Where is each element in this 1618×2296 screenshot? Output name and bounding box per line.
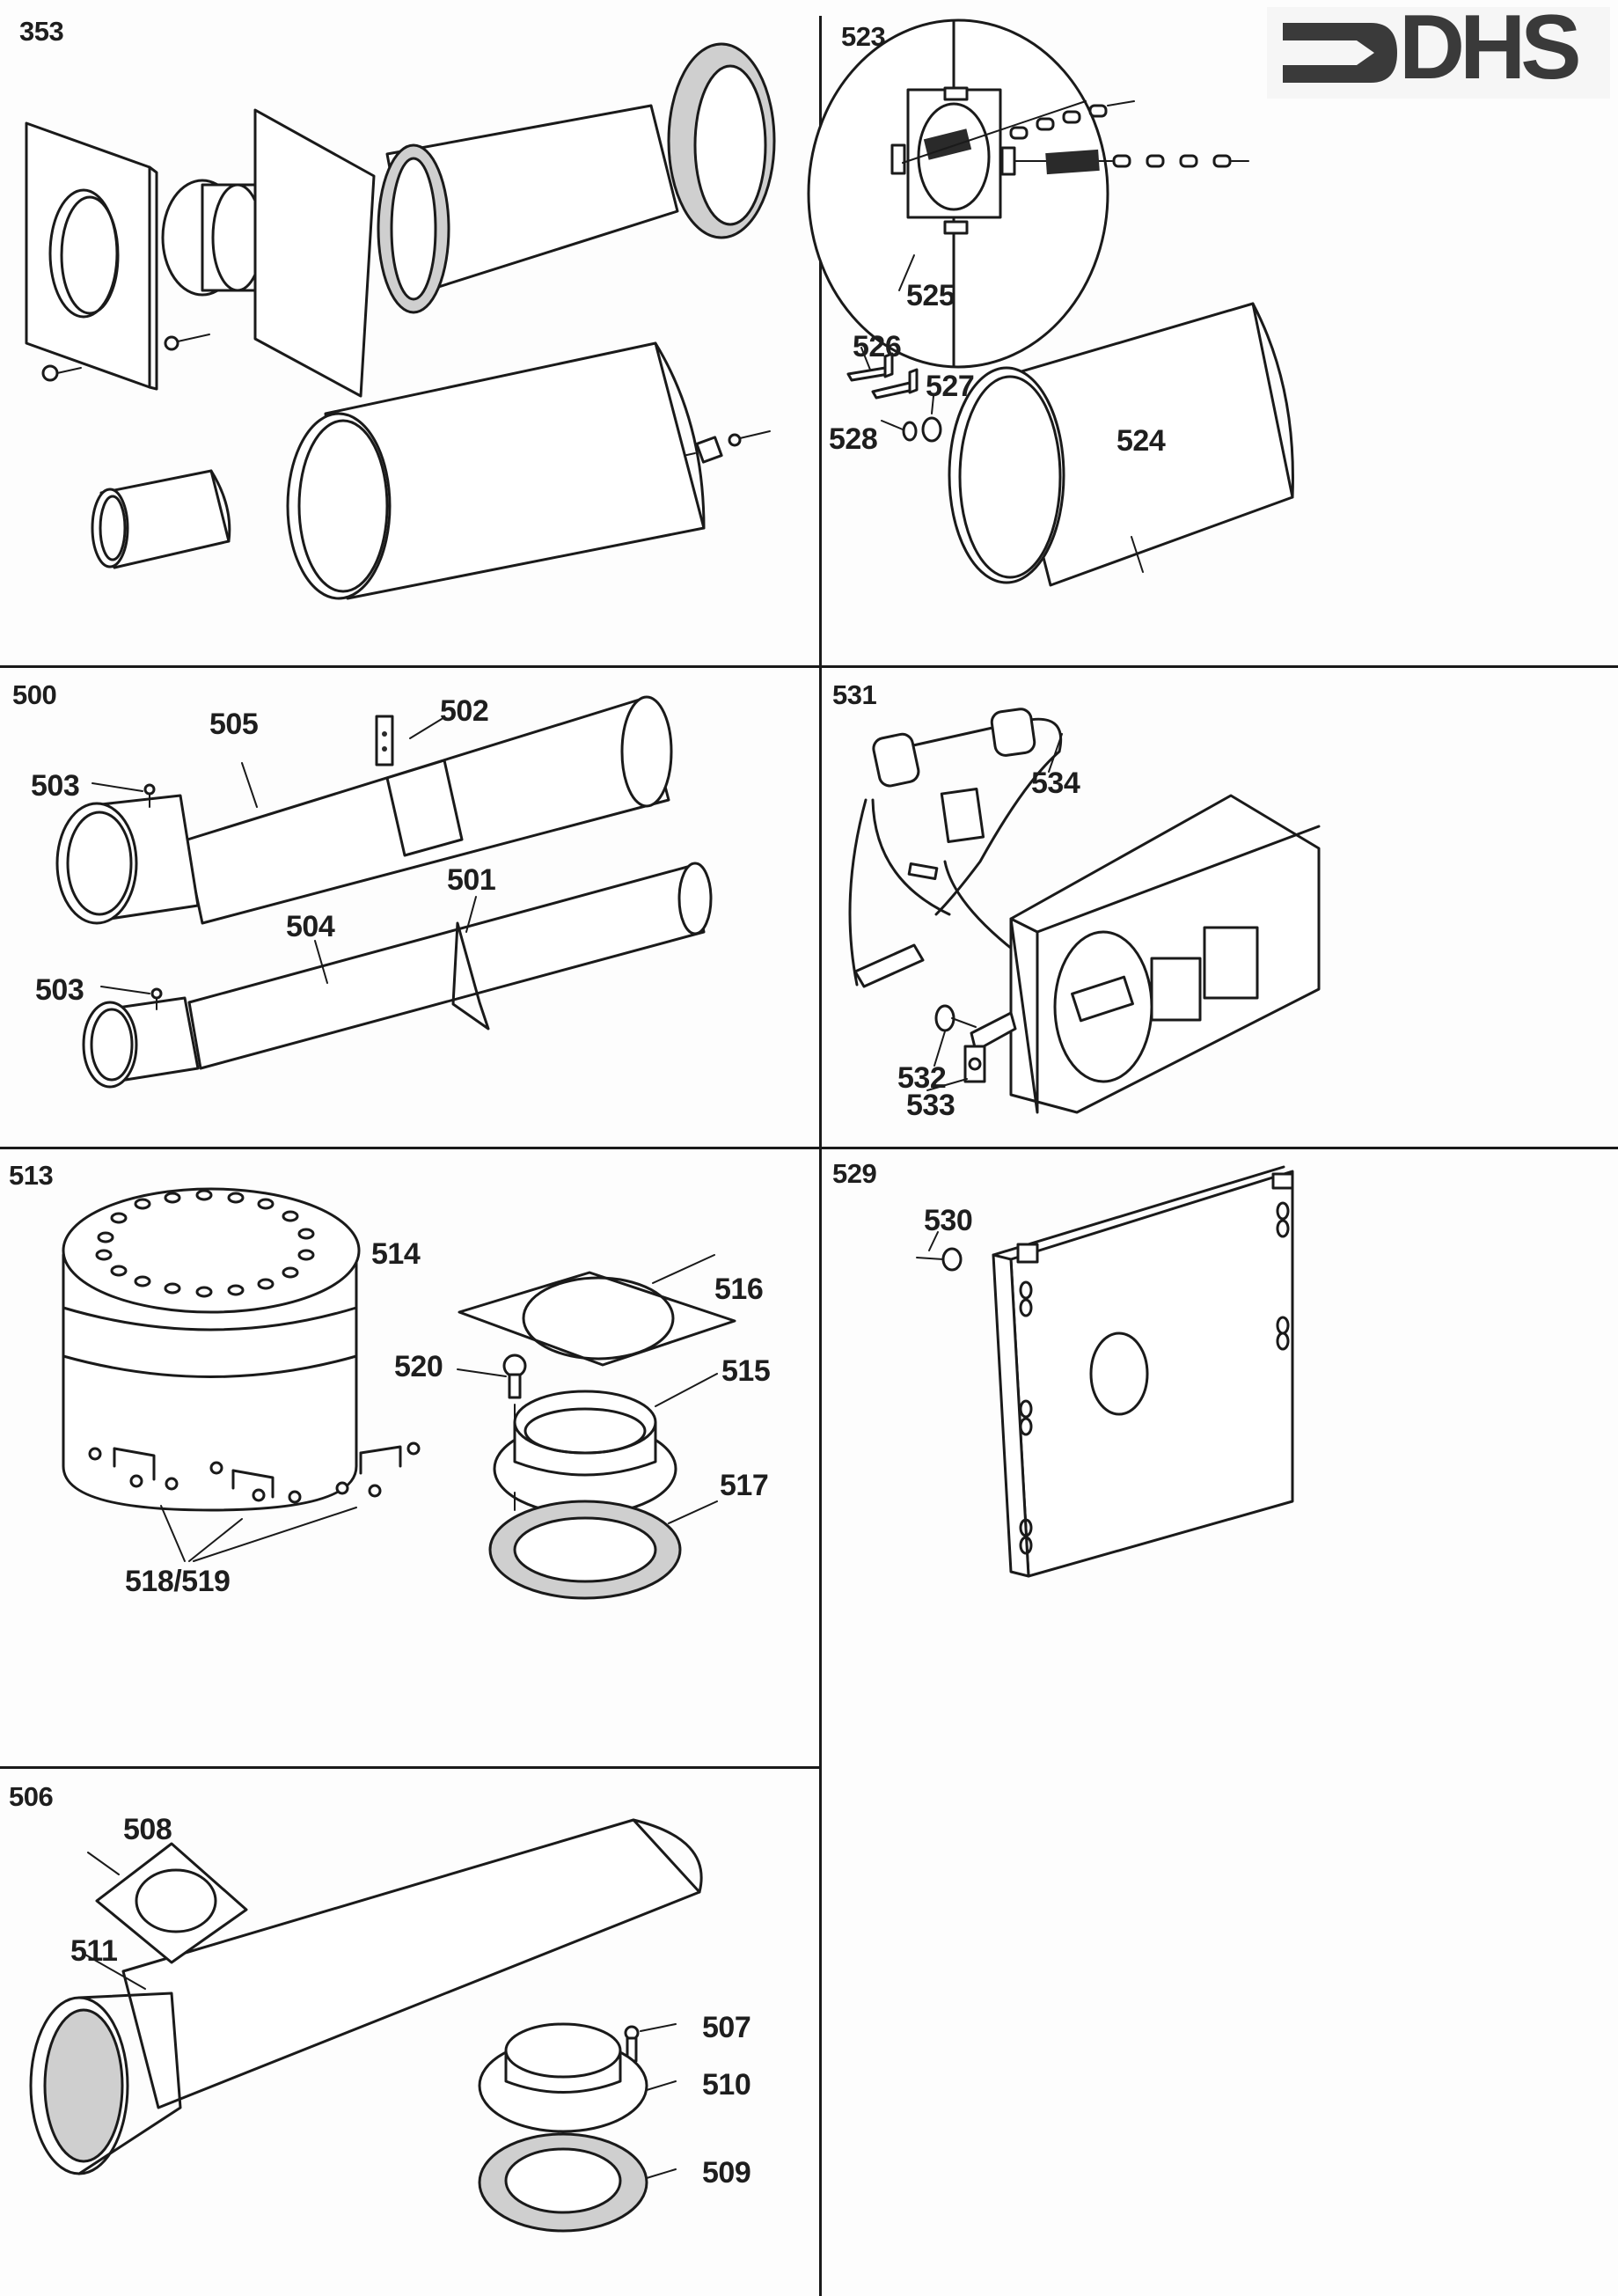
- arrow-right-logo-icon: [1283, 23, 1397, 83]
- restrictor-disc: [809, 20, 1112, 367]
- part-label: 509: [702, 2156, 751, 2190]
- part-label: 516: [714, 1273, 764, 1306]
- vertical-divider: [819, 16, 822, 2296]
- brand-logo: DHS: [1267, 2, 1610, 99]
- part-label: 534: [1031, 767, 1080, 800]
- divider-row-3-left: [0, 1766, 820, 1769]
- nut-and-washer: [882, 396, 941, 441]
- panel-id: 500: [12, 679, 57, 710]
- clips-and-screws-518-519: [90, 1443, 419, 1561]
- wiring-harness: [850, 708, 1061, 987]
- panel-506: 506: [0, 1769, 818, 2296]
- part-label: 532: [897, 1061, 947, 1095]
- mounting-plate: [255, 110, 374, 396]
- wall-terminal-kit-drawing: [0, 0, 818, 665]
- panel-529: 529 530: [822, 1149, 1618, 2296]
- divider-row-1: [0, 665, 1618, 668]
- mesh-guard: [31, 1993, 180, 2174]
- part-label: 518/519: [125, 1565, 231, 1598]
- screws-503: [145, 785, 161, 1009]
- panel-id: 353: [19, 16, 64, 47]
- part-label: 517: [720, 1469, 769, 1502]
- panel-500: 500: [0, 668, 818, 1146]
- controller-unit: [1011, 796, 1319, 1112]
- leader-525: [899, 255, 914, 290]
- outer-sleeve: [288, 343, 704, 598]
- part-label: 507: [702, 2011, 751, 2044]
- leaders: [92, 719, 476, 994]
- panel-id: 513: [9, 1160, 54, 1191]
- restrictor-chain-upper: [1011, 101, 1134, 138]
- flue-tube-524: [949, 304, 1292, 585]
- part-label: 515: [721, 1354, 771, 1388]
- part-label: 525: [906, 279, 955, 312]
- divider-row-2: [0, 1147, 1618, 1149]
- vertical-flue-kit-drawing: [0, 1769, 818, 2296]
- terminal-pipe: [378, 44, 774, 312]
- part-label: 527: [926, 370, 975, 403]
- part-label: 501: [447, 863, 496, 897]
- part-label: 505: [209, 708, 259, 741]
- panel-531: 531: [822, 668, 1618, 1146]
- plate-516: [459, 1255, 735, 1365]
- pipe-511: [84, 1820, 701, 2108]
- screw-532: [936, 1006, 976, 1031]
- panel-523: 523: [822, 0, 1618, 665]
- brackets: [848, 348, 917, 398]
- part-label: 526: [853, 330, 902, 363]
- part-label: 503: [35, 973, 84, 1007]
- brand-logo-text: DHS: [1399, 0, 1582, 99]
- flange-515: [494, 1374, 717, 1515]
- part-label: 504: [286, 910, 335, 943]
- part-label: 533: [906, 1089, 955, 1122]
- part-label: 502: [440, 694, 489, 728]
- part-label: 528: [829, 422, 878, 456]
- heat-exchanger-kit-drawing: [0, 1149, 818, 1765]
- plate-508: [88, 1844, 246, 1962]
- panel-id: 529: [832, 1158, 877, 1189]
- side-panel: [993, 1167, 1292, 1576]
- short-tube: [92, 471, 230, 568]
- part-label: 508: [123, 1813, 172, 1846]
- part-label: 510: [702, 2068, 751, 2102]
- part-label: 514: [371, 1237, 421, 1271]
- part-label: 530: [924, 1204, 973, 1237]
- burner-holes: [97, 1191, 313, 1296]
- restrictor-chain-lower: [1114, 156, 1248, 166]
- side-panel-drawing: [822, 1149, 1618, 2296]
- flue-pipe-assembly-drawing: [0, 668, 818, 1146]
- screws: [43, 334, 770, 466]
- flue-restrictor-drawing: [822, 0, 1618, 665]
- mounting-bracket: [965, 1013, 1015, 1082]
- panel-id: 506: [9, 1781, 54, 1812]
- panel-id: 531: [832, 679, 877, 710]
- part-label: 503: [31, 769, 80, 803]
- control-panel-drawing: [822, 668, 1618, 1146]
- heat-exchanger-514: [63, 1189, 359, 1510]
- screw-520: [458, 1355, 525, 1422]
- gasket-509: [480, 2134, 676, 2231]
- panel-353: 353: [0, 0, 818, 665]
- pipe-505: [57, 697, 671, 923]
- leaders: [927, 734, 1062, 1090]
- panel-513: 513: [0, 1149, 818, 1765]
- gasket-517: [490, 1493, 717, 1598]
- wall-plate: [26, 123, 157, 389]
- screw-507: [626, 2024, 676, 2061]
- pipe-504: [84, 863, 711, 1087]
- screw-530: [917, 1232, 961, 1270]
- part-label: 524: [1116, 424, 1166, 458]
- flange-510: [480, 2024, 676, 2131]
- part-label: 511: [70, 1934, 118, 1968]
- part-label: 520: [394, 1350, 443, 1383]
